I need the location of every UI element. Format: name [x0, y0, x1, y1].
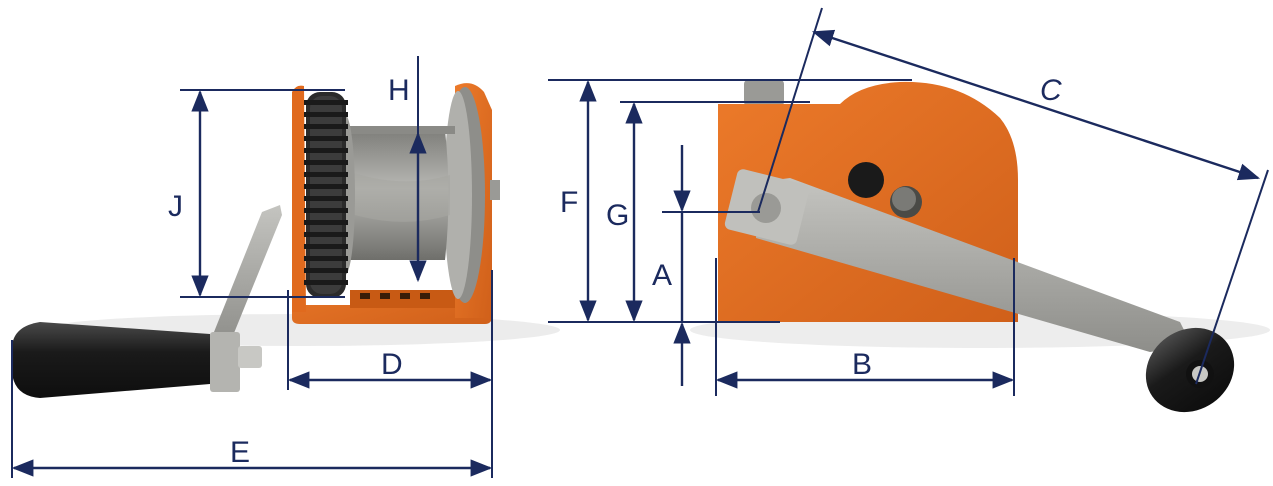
handle-mount-plate [210, 332, 240, 392]
label-c: C [1040, 74, 1062, 107]
dim-line-c [811, 29, 1261, 181]
axle-bolt [490, 180, 500, 200]
crank-hub-nut [751, 193, 781, 223]
handle-bolt [238, 346, 262, 368]
label-h: H [388, 74, 410, 107]
label-d: D [381, 348, 403, 381]
top-shaft [345, 126, 455, 134]
front-view-winch [12, 83, 560, 398]
crank-arm [214, 205, 282, 344]
side-crank-arm [756, 178, 1192, 352]
label-f: F [560, 186, 578, 219]
top-bolt [744, 80, 784, 106]
handle-grip [12, 322, 210, 398]
gear [304, 92, 348, 298]
label-j: J [168, 190, 183, 223]
label-a: A [652, 259, 672, 292]
label-b: B [852, 348, 872, 381]
label-g: G [606, 199, 629, 232]
left-side-plate [292, 85, 306, 312]
housing-hole [848, 162, 884, 198]
dimension-labels: J H D E F G A B C [168, 74, 1062, 469]
side-view-winch [690, 80, 1270, 413]
dimension-lines [11, 7, 1269, 478]
label-e: E [230, 436, 250, 469]
